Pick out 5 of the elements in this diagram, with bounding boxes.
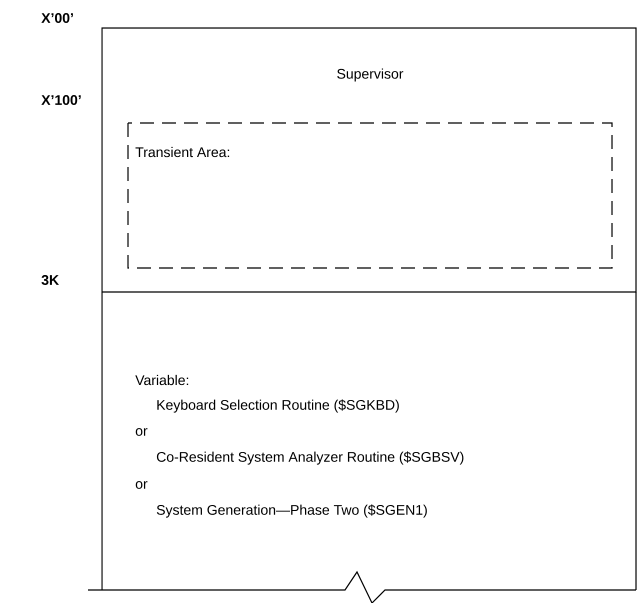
- address-label: 3K: [42, 275, 59, 285]
- address-label: X’100’: [41, 95, 81, 105]
- memory-region: Variable: Keyboard Selection Routine ($SGKBD) or Co-Resident System Analyzer Routine ($SGBSV) or System Generation—Phase Two ($SGEN1): [101, 291, 637, 591]
- address-label: X’00’: [41, 13, 73, 23]
- dashed-area-box: Transient Area:: [127, 122, 613, 269]
